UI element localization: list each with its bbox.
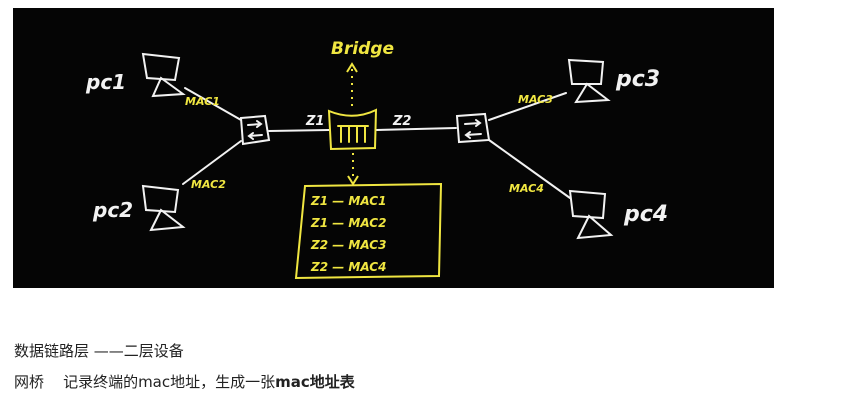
caption-line-2: 网桥 记录终端的mac地址，生成一张mac地址表 xyxy=(14,371,355,392)
mac-table-row: Z2 — MAC3 xyxy=(310,238,386,252)
link-pc2-switch xyxy=(182,140,242,185)
arrow-up-icon xyxy=(346,62,358,73)
pc1-label: pc1 xyxy=(85,70,126,94)
mac-table-row: Z2 — MAC4 xyxy=(310,260,386,274)
pc4-label: pc4 xyxy=(623,202,668,227)
pc2-icon xyxy=(141,184,186,232)
caption-line-1: 数据链路层 ——二层设备 xyxy=(14,342,184,360)
link-pc1-switch xyxy=(184,87,242,121)
right-switch-icon xyxy=(455,112,491,144)
bridge-icon xyxy=(327,108,378,151)
mac-table-box xyxy=(294,182,443,280)
port-z2-label: Z2 xyxy=(392,114,411,129)
mac-table-row: Z1 — MAC1 xyxy=(310,194,386,208)
link-switch-pc4 xyxy=(488,139,571,199)
pc1-icon xyxy=(141,52,186,98)
arrow-down-icon xyxy=(347,175,359,186)
diagram-board: Bridge pc1 pc2 pc3 pc4 MAC1 MAC2 MAC3 MA… xyxy=(13,8,774,288)
mac2-label: MAC2 xyxy=(191,178,226,191)
pc4-icon xyxy=(568,189,614,240)
link-switch-bridge xyxy=(268,129,330,132)
link-bridge-switch xyxy=(375,127,457,131)
pc2-label: pc2 xyxy=(92,198,133,222)
pc3-label: pc3 xyxy=(615,67,660,92)
mac3-label: MAC3 xyxy=(518,93,553,106)
caption-line-2-bold: mac地址表 xyxy=(275,373,355,391)
port-z1-label: Z1 xyxy=(305,114,324,129)
bridge-label: Bridge xyxy=(331,39,394,59)
mac-table-row: Z1 — MAC2 xyxy=(310,216,386,230)
caption-line-2-text: 网桥 记录终端的mac地址，生成一张 xyxy=(14,373,276,391)
pc3-icon xyxy=(567,58,611,104)
link-switch-pc3 xyxy=(488,92,567,121)
mac4-label: MAC4 xyxy=(509,182,544,195)
mac1-label: MAC1 xyxy=(185,95,220,108)
bridge-arrows xyxy=(351,68,354,180)
left-switch-icon xyxy=(239,114,271,146)
network-diagram: Bridge pc1 pc2 pc3 pc4 MAC1 MAC2 MAC3 MA… xyxy=(85,39,668,280)
